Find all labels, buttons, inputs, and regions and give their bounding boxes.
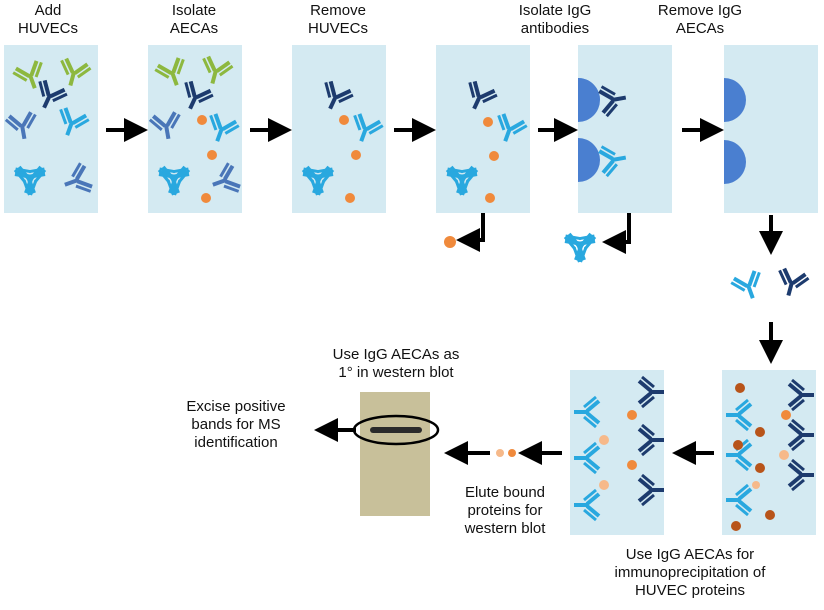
removed-huvec xyxy=(444,236,456,248)
eluted-igg-aecas xyxy=(728,265,812,306)
elbow-arrow-ab xyxy=(602,213,631,254)
removed-antibody-cluster xyxy=(558,223,602,266)
panel-remove-huvecs xyxy=(292,45,386,213)
panel-remove-huvecs-2 xyxy=(436,45,530,213)
panel4-antibodies xyxy=(440,77,530,203)
ip-left-antibodies xyxy=(572,375,666,522)
panel6-beads xyxy=(724,78,746,184)
panel-isolate-igg xyxy=(578,45,672,213)
elbow-arrow-huvec xyxy=(456,213,485,252)
panel-remove-igg xyxy=(724,45,818,213)
western-blot-band xyxy=(370,427,422,433)
western-blot-gel xyxy=(360,392,430,516)
panel3-antibodies xyxy=(296,77,386,203)
panel5-beads xyxy=(578,78,631,182)
ip-right-antibodies xyxy=(724,378,816,531)
eluted-protein-dark xyxy=(508,449,516,457)
eluted-protein-light xyxy=(496,449,504,457)
panel2-antibodies xyxy=(147,53,244,203)
